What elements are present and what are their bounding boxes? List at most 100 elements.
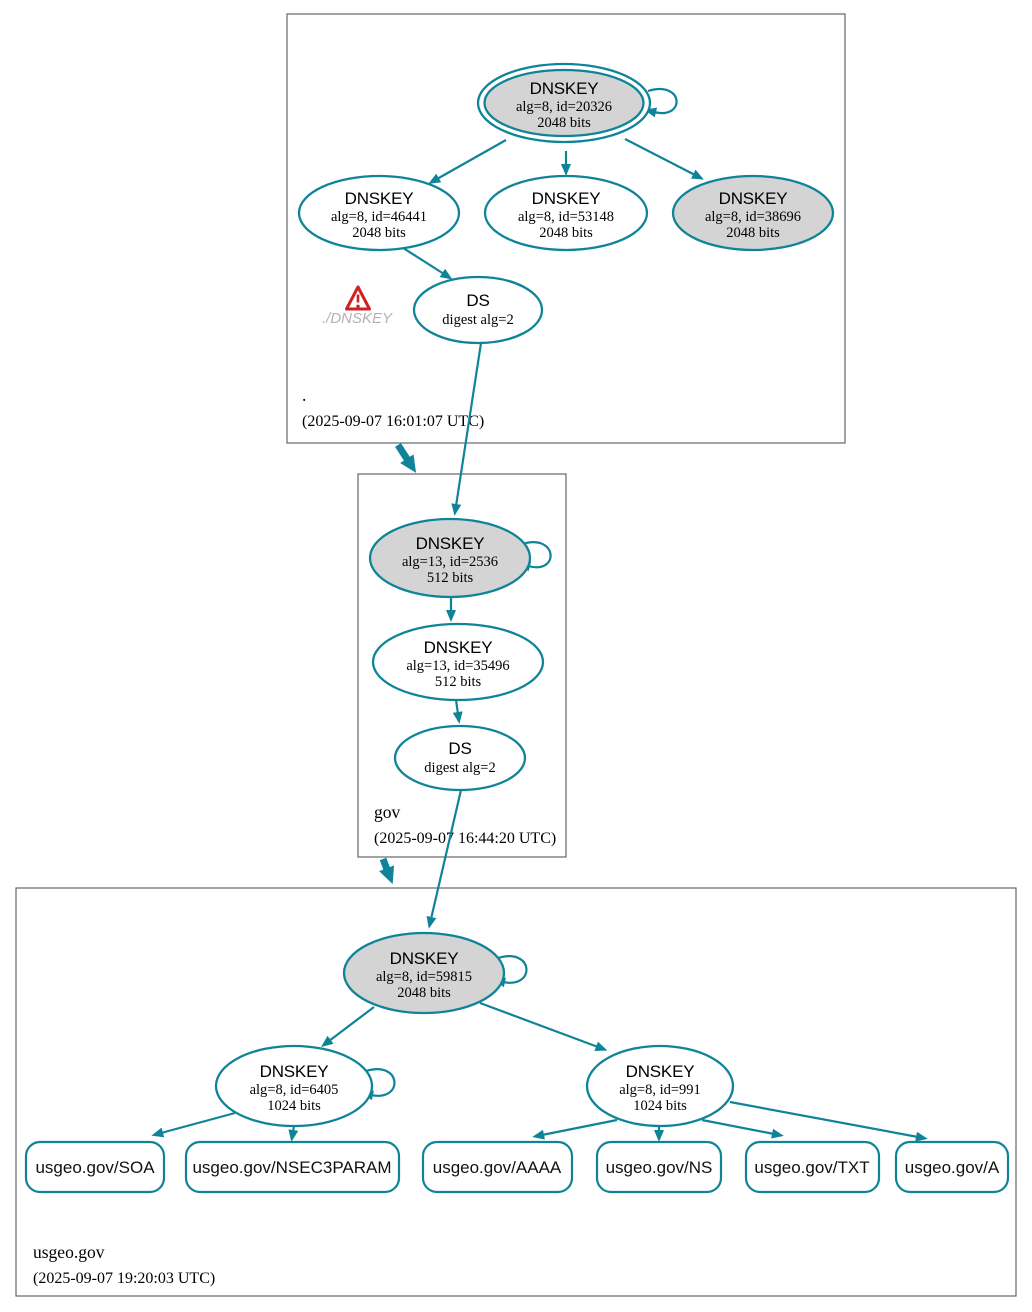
zone-name-gov: gov (374, 802, 401, 822)
rrset-label: usgeo.gov/AAAA (433, 1158, 562, 1177)
dnskey-ellipse (368, 517, 532, 599)
edge-zsk991-to-aaaa (532, 1118, 618, 1140)
rrset-box (184, 1140, 401, 1194)
node-title: DNSKEY (626, 1062, 695, 1081)
node-bits: 2048 bits (726, 225, 780, 241)
rrset-label: usgeo.gov/A (905, 1158, 1000, 1177)
edge-zsk991-to-txt (701, 1118, 784, 1139)
rrset-usgeo-a: usgeo.gov/A (894, 1140, 1010, 1194)
node-title: DNSKEY (345, 189, 414, 208)
root-ksk-inner-ellipse (483, 68, 645, 138)
node-root-ksk-dnskey-20326: DNSKEY alg=8, id=20326 2048 bits (476, 62, 652, 144)
dnskey-ellipse (371, 622, 545, 702)
ds-ellipse (393, 724, 527, 792)
node-title: DNSKEY (719, 189, 788, 208)
node-detail: alg=8, id=20326 (516, 99, 612, 115)
zone-timestamp-usgeo-gov: (2025-09-07 19:20:03 UTC) (33, 1270, 215, 1287)
node-title: DNSKEY (532, 189, 601, 208)
dnskey-ellipse (214, 1044, 374, 1128)
node-title: DS (448, 739, 471, 758)
node-title: DNSKEY (530, 79, 599, 98)
rrset-box (595, 1140, 723, 1194)
edge-gov-ds-to-usgeo-ksk (426, 789, 463, 929)
dnskey-ellipse (671, 174, 835, 252)
node-detail: alg=8, id=46441 (331, 209, 427, 225)
node-detail: digest alg=2 (442, 312, 513, 328)
node-bits: 1024 bits (633, 1098, 687, 1114)
node-bits: 2048 bits (352, 225, 406, 241)
node-detail: alg=13, id=2536 (402, 554, 498, 570)
node-usgeo-ksk-dnskey-59815: DNSKEY alg=8, id=59815 2048 bits (342, 931, 506, 1015)
node-root-dnskey-46441: DNSKEY alg=8, id=46441 2048 bits (297, 174, 461, 252)
rrset-usgeo-soa: usgeo.gov/SOA (24, 1140, 166, 1194)
node-title: DNSKEY (390, 949, 459, 968)
dnskey-ellipse (342, 931, 506, 1015)
rrset-usgeo-nsec3param: usgeo.gov/NSEC3PARAM (184, 1140, 401, 1194)
warning-label: ./DNSKEY (322, 310, 393, 327)
edge-gov-zsk-to-ds (452, 699, 463, 724)
node-usgeo-dnskey-991: DNSKEY alg=8, id=991 1024 bits (585, 1044, 735, 1128)
node-title: DNSKEY (416, 534, 485, 553)
node-gov-ksk-dnskey-2536: DNSKEY alg=13, id=2536 512 bits (368, 517, 532, 599)
edge-zsk6405-selfloop (361, 1068, 396, 1101)
zone-timestamp-root: (2025-09-07 16:01:07 UTC) (302, 413, 484, 430)
rrset-label: usgeo.gov/NS (606, 1158, 713, 1177)
node-gov-ds: DS digest alg=2 (393, 724, 527, 792)
root-dnskey-warning: ./DNSKEY (322, 285, 393, 327)
ds-ellipse (412, 275, 544, 345)
edge-usgeo-ksk-selfloop (493, 955, 528, 988)
edge-root-ds-to-gov-ksk (451, 342, 483, 516)
rrset-usgeo-aaaa: usgeo.gov/AAAA (421, 1140, 574, 1194)
node-bits: 2048 bits (539, 225, 593, 241)
edge-gov-ksk-selfloop (518, 541, 552, 572)
rrset-usgeo-ns: usgeo.gov/NS (595, 1140, 723, 1194)
node-detail: digest alg=2 (424, 760, 495, 776)
rrset-label: usgeo.gov/SOA (35, 1158, 155, 1177)
node-detail: alg=13, id=35496 (406, 658, 509, 674)
node-detail: alg=8, id=38696 (705, 209, 801, 225)
node-root-dnskey-53148: DNSKEY alg=8, id=53148 2048 bits (483, 174, 649, 252)
node-bits: 512 bits (427, 570, 474, 586)
rrset-label: usgeo.gov/TXT (754, 1158, 869, 1177)
zone-name-usgeo-gov: usgeo.gov (33, 1242, 105, 1262)
rrset-box (894, 1140, 1010, 1194)
rrset-box (744, 1140, 881, 1194)
rrset-box (421, 1140, 574, 1194)
node-title: DNSKEY (260, 1062, 329, 1081)
node-title: DS (466, 291, 489, 310)
edge-root-ksk-to-zsk46441 (428, 139, 507, 184)
dnskey-ellipse (297, 174, 461, 252)
edge-delegation-gov-to-usgeo (379, 857, 395, 885)
edge-zsk991-to-a (729, 1100, 928, 1142)
edge-zsk6405-to-soa (151, 1111, 236, 1138)
node-bits: 512 bits (435, 674, 482, 690)
rrset-usgeo-txt: usgeo.gov/TXT (744, 1140, 881, 1194)
zone-box-usgeo-gov (15, 887, 1017, 1297)
rrset-label: usgeo.gov/NSEC3PARAM (192, 1158, 391, 1177)
node-bits: 2048 bits (397, 985, 451, 1001)
edge-root-ksk-to-zsk38696 (624, 138, 704, 180)
edge-usgeo-ksk-to-zsk6405 (321, 1006, 375, 1048)
node-detail: alg=8, id=6405 (250, 1082, 339, 1098)
node-bits: 2048 bits (537, 115, 591, 131)
zone-timestamp-gov: (2025-09-07 16:44:20 UTC) (374, 830, 556, 847)
node-detail: alg=8, id=59815 (376, 969, 472, 985)
node-title: DNSKEY (424, 638, 493, 657)
edge-root-ksk-selfloop (644, 88, 678, 118)
edge-usgeo-ksk-to-zsk991 (479, 1001, 608, 1051)
zone-name-root: . (302, 385, 306, 405)
node-root-dnskey-38696: DNSKEY alg=8, id=38696 2048 bits (671, 174, 835, 252)
node-detail: alg=8, id=53148 (518, 209, 614, 225)
edge-zsk46441-to-ds (399, 245, 453, 280)
rrset-box (24, 1140, 166, 1194)
node-gov-dnskey-35496: DNSKEY alg=13, id=35496 512 bits (371, 622, 545, 702)
warning-icon-exclamation-dot (356, 304, 360, 308)
zone-box-root (286, 13, 846, 444)
node-detail: alg=8, id=991 (619, 1082, 701, 1098)
node-root-ds: DS digest alg=2 (412, 275, 544, 345)
dnskey-ellipse (585, 1044, 735, 1128)
node-usgeo-dnskey-6405: DNSKEY alg=8, id=6405 1024 bits (214, 1044, 374, 1128)
node-bits: 1024 bits (267, 1098, 321, 1114)
